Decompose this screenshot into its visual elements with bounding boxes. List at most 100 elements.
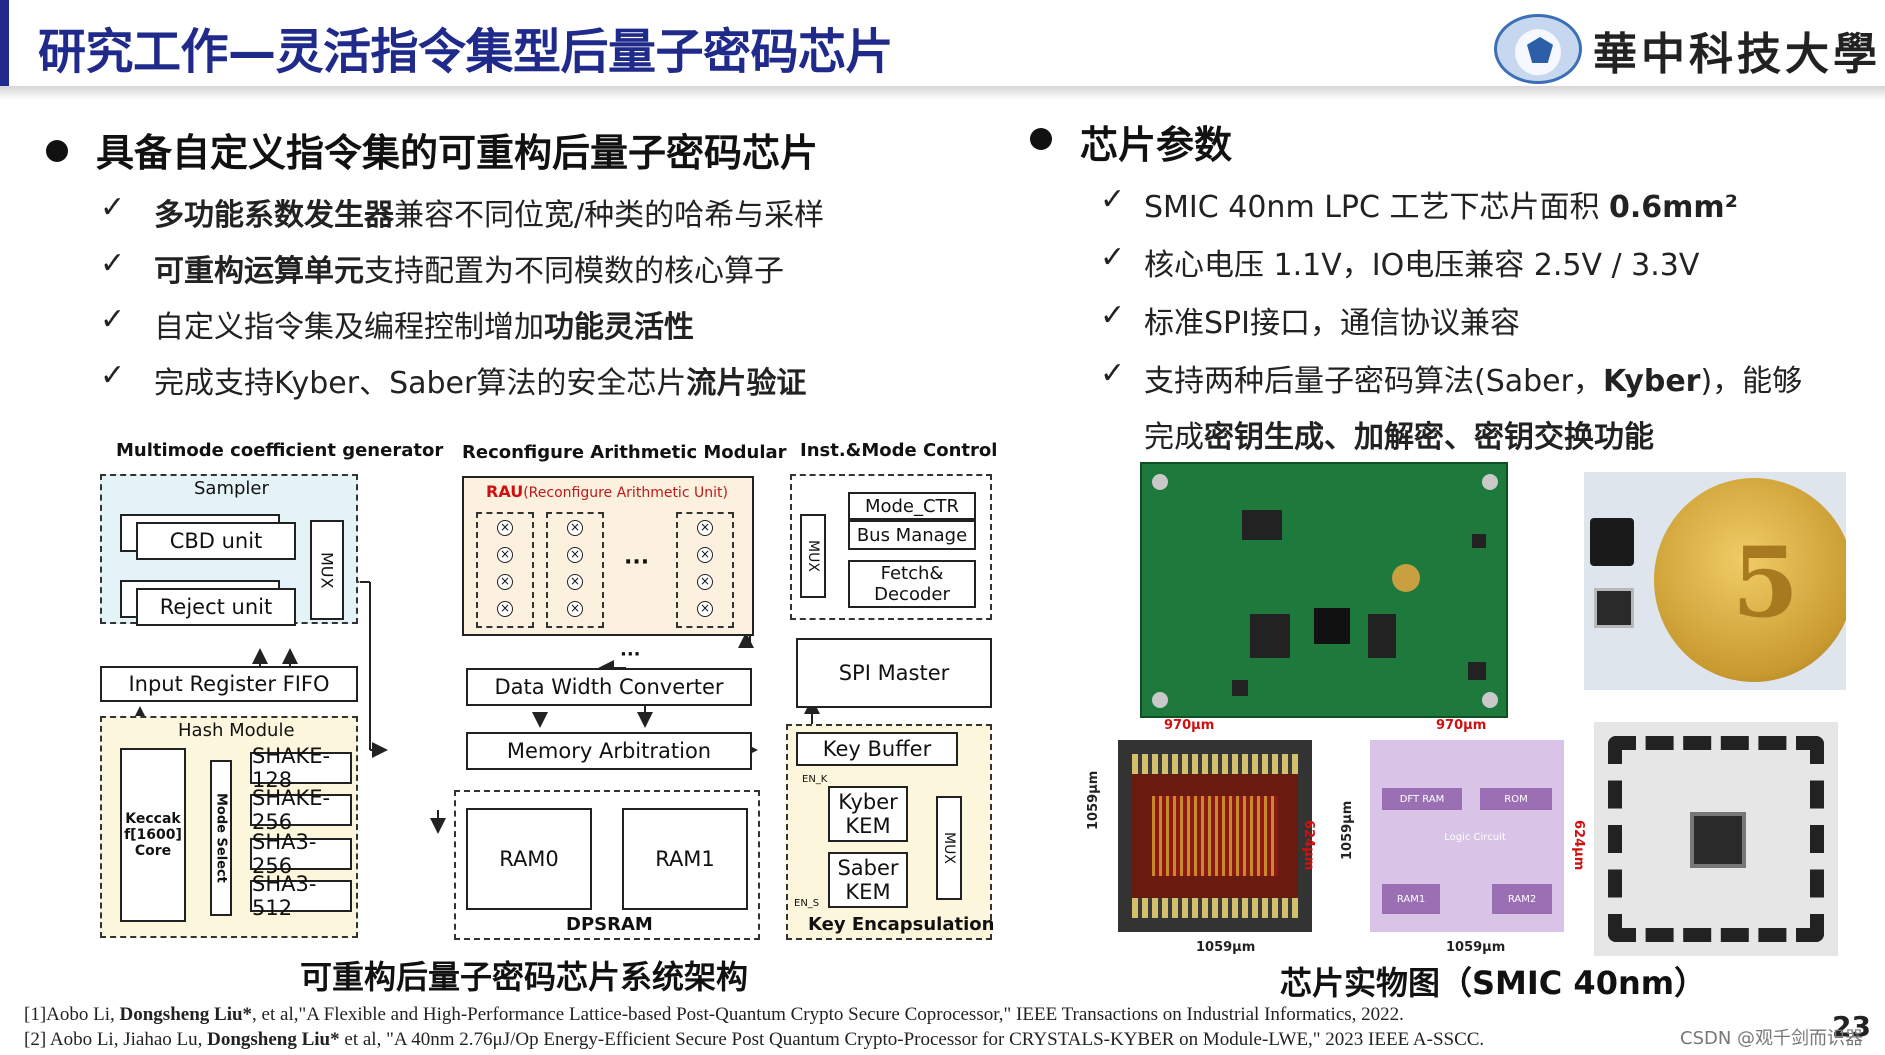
pe-multiplier-icon: ×	[697, 574, 713, 590]
left-item-1: 多功能系数发生器兼容不同位宽/种类的哈希与采样	[154, 198, 825, 233]
slide-header: 研究工作—灵活指令集型后量子密码芯片 華中科技大學	[0, 0, 1885, 100]
check-icon: ✓	[1100, 298, 1126, 333]
university-name: 華中科技大學	[1593, 29, 1881, 80]
key-buffer: Key Buffer	[796, 732, 958, 766]
keccak-core: Keccak f[1600] Core	[120, 748, 186, 922]
dim-970-b: 970μm	[1436, 718, 1487, 733]
hash-module-label: Hash Module	[178, 720, 295, 741]
university-logo: 華中科技大學	[1488, 10, 1885, 88]
en-s-label: EN_S	[794, 898, 820, 909]
pe-multiplier-icon: ×	[567, 520, 583, 536]
check-icon: ✓	[100, 190, 126, 225]
bus-ellipsis: ···	[620, 644, 641, 665]
mode-ctr: Mode_CTR	[848, 492, 976, 520]
pe-ellipsis: ···	[624, 550, 650, 575]
sampler-mux: MUX	[310, 520, 344, 620]
dim-1059-b: 1059μm	[1446, 940, 1506, 955]
dim-1059-a: 1059μm	[1196, 940, 1256, 955]
architecture-caption: 可重构后量子密码芯片系统架构	[300, 958, 749, 996]
bus-manage: Bus Manage	[848, 520, 976, 550]
pe-column-2	[546, 512, 604, 628]
pe-column-1	[476, 512, 534, 628]
shake-256: SHAKE-256	[250, 786, 352, 834]
pcb-photo	[1140, 462, 1508, 718]
check-icon: ✓	[100, 246, 126, 281]
dim-970-a: 970μm	[1164, 718, 1215, 733]
data-width-converter: Data Width Converter	[466, 668, 752, 706]
inst-mux: MUX	[800, 514, 826, 598]
right-item-4: 支持两种后量子密码算法(Saber，Kyber)，能够	[1144, 364, 1803, 399]
spi-master: SPI Master	[796, 638, 992, 708]
reject-unit: Reject unit	[136, 588, 296, 626]
inst-ctrl-group	[790, 474, 992, 620]
left-item-2: 可重构运算单元支持配置为不同模数的核心算子	[154, 254, 784, 289]
pe-multiplier-icon: ×	[567, 574, 583, 590]
floorplan-ram2: RAM2	[1492, 884, 1552, 914]
check-icon: ✓	[100, 302, 126, 337]
left-item-3: 自定义指令集及编程控制增加功能灵活性	[154, 310, 694, 345]
chip-and-coin-photo: 5	[1584, 472, 1846, 690]
header-divider	[0, 86, 1885, 100]
pe-multiplier-icon: ×	[697, 601, 713, 617]
floorplan-rom: ROM	[1480, 788, 1552, 810]
pe-multiplier-icon: ×	[567, 601, 583, 617]
left-heading: 具备自定义指令集的可重构后量子密码芯片	[96, 131, 819, 175]
pe-multiplier-icon: ×	[697, 520, 713, 536]
chip-layout-photo	[1118, 740, 1312, 932]
left-item-4: 完成支持Kyber、Saber算法的安全芯片流片验证	[154, 366, 807, 401]
reference-1: [1]Aobo Li, Dongsheng Liu*, et al,"A Fle…	[24, 1004, 1404, 1025]
pe-column-n	[676, 512, 734, 628]
dim-1059-side-a: 1059μm	[1086, 770, 1101, 830]
right-item-1: SMIC 40nm LPC 工艺下芯片面积 0.6mm²	[1144, 190, 1738, 225]
cbd-unit: CBD unit	[136, 522, 296, 560]
bullet-dot-icon	[46, 140, 68, 162]
pe-multiplier-icon: ×	[697, 547, 713, 563]
fetch-decoder: Fetch& Decoder	[848, 560, 976, 608]
rau-label: RAU(Reconfigure Arithmetic Unit)	[486, 482, 728, 501]
rau-section-title: Reconfigure Arithmetic Modular	[462, 442, 787, 463]
sampler-label: Sampler	[194, 478, 269, 499]
sha3-512: SHA3-512	[250, 872, 352, 920]
saber-kem: Saber KEM	[828, 852, 908, 908]
inst-ctrl-title: Inst.&Mode Control	[800, 440, 998, 461]
floorplan-ram1: RAM1	[1382, 884, 1440, 914]
pe-multiplier-icon: ×	[497, 601, 513, 617]
ram1: RAM1	[622, 808, 748, 910]
memory-arbitration: Memory Arbitration	[466, 732, 752, 770]
dpsram-group	[454, 790, 760, 940]
right-item-3: 标准SPI接口，通信协议兼容	[1144, 306, 1520, 341]
university-emblem-icon	[1494, 14, 1582, 84]
pe-multiplier-icon: ×	[497, 574, 513, 590]
watermark: CSDN @观千剑而识器	[1680, 1028, 1864, 1049]
pe-multiplier-icon: ×	[497, 520, 513, 536]
sha3-256: SHA3-256	[250, 830, 352, 878]
floorplan-dft-ram: DFT RAM	[1382, 788, 1462, 810]
dim-1059-side-b: 1059μm	[1340, 800, 1355, 860]
pe-multiplier-icon: ×	[497, 547, 513, 563]
ram0: RAM0	[466, 808, 592, 910]
architecture-diagram: Multimode coefficient generator Sampler …	[100, 440, 1020, 960]
kem-mux: MUX	[936, 796, 962, 900]
check-icon: ✓	[100, 358, 126, 393]
dim-624-a: 624μm	[1301, 820, 1316, 871]
check-icon: ✓	[1100, 182, 1126, 217]
package-bonding-photo	[1594, 722, 1838, 956]
key-encap-label: Key Encapsulation	[808, 914, 995, 935]
kyber-kem: Kyber KEM	[828, 786, 908, 842]
shake-128: SHAKE-128	[250, 744, 352, 792]
right-item-4-continuation: 完成密钥生成、加解密、密钥交换功能	[1144, 420, 1654, 455]
right-item-2: 核心电压 1.1V，IO电压兼容 2.5V / 3.3V	[1144, 248, 1700, 283]
chip-floorplan: DFT RAM ROM Logic Circuit RAM1 RAM2	[1370, 740, 1564, 932]
check-icon: ✓	[1100, 356, 1126, 391]
pe-multiplier-icon: ×	[567, 547, 583, 563]
dim-624-b: 624μm	[1571, 820, 1586, 871]
bullet-dot-icon	[1030, 128, 1052, 150]
dpsram-label: DPSRAM	[566, 914, 653, 935]
reference-2: [2] Aobo Li, Jiahao Lu, Dongsheng Liu* e…	[24, 1029, 1485, 1050]
check-icon: ✓	[1100, 240, 1126, 275]
right-heading: 芯片参数	[1080, 123, 1233, 167]
title-accent-bar	[0, 0, 9, 88]
mode-select-mux: Mode Select	[210, 760, 232, 916]
slide-title: 研究工作—灵活指令集型后量子密码芯片	[38, 24, 894, 80]
references: [1]Aobo Li, Dongsheng Liu*, et al,"A Fle…	[24, 1002, 1484, 1052]
